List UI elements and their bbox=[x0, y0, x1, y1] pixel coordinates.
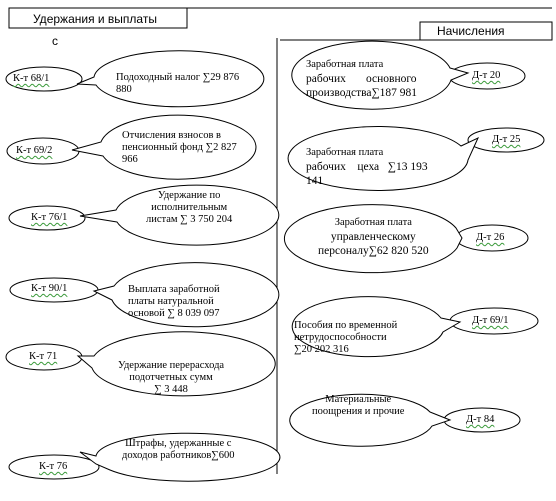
bubble-text-in-kind-wages: Выплата заработной платы натуральной осн… bbox=[128, 284, 220, 319]
account-label: К-т 76 bbox=[39, 461, 68, 472]
header-box-accruals bbox=[419, 21, 553, 41]
bubble-text-fines: Штрафы, удержанные с доходов работников∑… bbox=[122, 438, 235, 461]
account-label: Д-т 26 bbox=[476, 232, 505, 243]
account-label: К-т 76/1 bbox=[31, 212, 68, 223]
account-oval-76 bbox=[8, 454, 100, 480]
account-label: Д-т 20 bbox=[472, 70, 501, 81]
bubble-text-income-tax: Подоходный налог ∑29 876 880 bbox=[116, 72, 240, 95]
bubble-text-pension-fund: Отчисления взносов в пенсионный фонд ∑2 … bbox=[122, 130, 237, 165]
bubble-in-kind-wages bbox=[92, 262, 280, 328]
bubble-text-sick-leave: Пособия по временной нетрудоспособности … bbox=[294, 320, 398, 355]
account-label: К-т 68/1 bbox=[13, 73, 50, 84]
bubble-sick-leave bbox=[291, 296, 462, 358]
account-label: К-т 90/1 bbox=[31, 283, 68, 294]
header-note: с bbox=[52, 34, 58, 48]
bubble-income-tax bbox=[76, 50, 265, 108]
header-box-withholdings bbox=[8, 7, 188, 29]
account-label: Д-т 25 bbox=[492, 134, 521, 145]
bubble-fines bbox=[79, 432, 281, 482]
header-withholdings: Удержания и выплаты bbox=[33, 12, 157, 26]
bubble-text-bonuses: Материальные поощрения и прочие bbox=[312, 394, 405, 417]
bubble-main-production bbox=[291, 40, 470, 110]
bubble-text-main-production: Заработная плата рабочих основного произ… bbox=[306, 59, 418, 99]
bubble-bonuses bbox=[289, 393, 452, 447]
account-label: К-т 71 bbox=[29, 351, 58, 362]
bubble-text-management: Заработная плата управленческому персона… bbox=[318, 217, 429, 257]
bubble-overspend bbox=[76, 331, 276, 397]
bubble-pension-fund bbox=[71, 114, 257, 180]
bubble-enforcement bbox=[79, 184, 280, 246]
bubble-text-workshop: Заработная плата рабочих цеха ∑13 193 14… bbox=[306, 147, 428, 187]
bubble-workshop bbox=[287, 125, 480, 191]
account-oval-68-1 bbox=[5, 66, 83, 92]
account-oval-76-1 bbox=[8, 205, 86, 231]
bubble-management bbox=[283, 204, 463, 274]
bubble-text-overspend: Удержание перерасхода подотчетных сумм ∑… bbox=[118, 360, 225, 395]
bubble-text-enforcement: Удержание по исполнительным листам ∑ 3 7… bbox=[146, 190, 233, 225]
account-label: К-т 69/2 bbox=[16, 145, 53, 156]
account-label: Д-т 69/1 bbox=[472, 315, 509, 326]
account-label: Д-т 84 bbox=[466, 414, 495, 425]
header-accruals: Начисления bbox=[437, 24, 505, 38]
account-oval-25 bbox=[467, 127, 545, 153]
